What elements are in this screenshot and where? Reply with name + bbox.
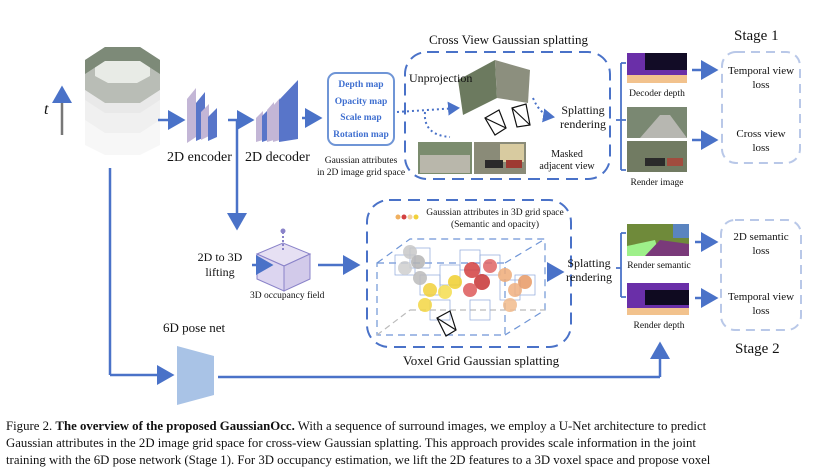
voxel-grid-title: Voxel Grid Gaussian splatting	[403, 353, 560, 368]
cross-view-loss: Cross view loss	[736, 128, 786, 154]
lifting-label: 2D to 3D lifting	[197, 250, 243, 279]
render-image-2	[627, 141, 687, 172]
gaussian-maps-caption: Gaussian attributes in 2D image grid spa…	[316, 156, 406, 178]
render-image-label: Render image	[630, 178, 684, 188]
cross-view-title: Cross View Gaussian splatting	[429, 32, 588, 47]
pose-net-label: 6D pose net	[163, 320, 226, 335]
voxel-splatting-label: Splatting rendering	[566, 256, 612, 284]
stage1-loss-box	[721, 51, 801, 164]
caption-line-2: Gaussian attributes in the 2D image grid…	[6, 436, 696, 450]
pose-net-block	[177, 346, 214, 405]
cross-view-box	[404, 51, 611, 180]
legend-blobs	[395, 214, 419, 220]
caption-line-3: training with the 6D pose network (Stage…	[6, 453, 711, 467]
render-depth-label: Render depth	[633, 321, 685, 331]
voxel-grid-cube	[376, 238, 546, 336]
decoder-label: 2D decoder	[245, 150, 310, 165]
time-axis-label: t	[44, 101, 49, 118]
temporal-view-loss-1: Temporal view loss	[727, 65, 795, 91]
encoder-blocks	[187, 88, 217, 143]
gaussian-maps-box: Depth map Opacity map Scale map Rotation…	[327, 72, 395, 146]
temporal-view-loss-2: Temporal view loss	[727, 291, 795, 317]
camera-frustums	[484, 103, 531, 136]
figure-caption: Figure 2. The overview of the proposed G…	[6, 418, 834, 469]
decoder-depth-label: Decoder depth	[629, 89, 685, 99]
surround-images-stack	[85, 47, 160, 155]
voxel-camera	[436, 310, 457, 337]
occupancy-field-label: 3D occupancy field	[250, 291, 325, 301]
unprojected-plane-left	[458, 60, 497, 115]
gaussian-3d-attr-label: Gaussian attributes in 3D grid space (Se…	[426, 208, 564, 230]
masked-adjacent-view-label: Masked adjacent view	[539, 149, 595, 172]
rotation-map-label: Rotation map	[333, 129, 389, 140]
depth-map-label: Depth map	[338, 80, 384, 90]
encoder-label: 2D encoder	[167, 150, 232, 165]
opacity-map-label: Opacity map	[334, 96, 388, 107]
occupancy-cube-icon	[255, 228, 312, 292]
stage1-title: Stage 1	[734, 28, 779, 44]
caption-line-1: Figure 2. The overview of the proposed G…	[6, 419, 707, 433]
stage2-title: Stage 2	[735, 341, 780, 357]
gaussian-blobs	[398, 245, 532, 312]
render-semantic-label: Render semantic	[627, 261, 691, 271]
stage2-loss-box	[720, 219, 802, 331]
unprojected-plane-right	[495, 60, 530, 103]
unprojection-label: Unprojection	[409, 71, 473, 85]
cross-view-splatting-label: Splatting rendering	[560, 103, 606, 131]
decoder-blocks	[256, 80, 298, 142]
semantic-loss: 2D semantic loss	[733, 231, 789, 257]
voxel-grid-box	[366, 199, 572, 348]
scale-map-label: Scale map	[340, 113, 382, 123]
